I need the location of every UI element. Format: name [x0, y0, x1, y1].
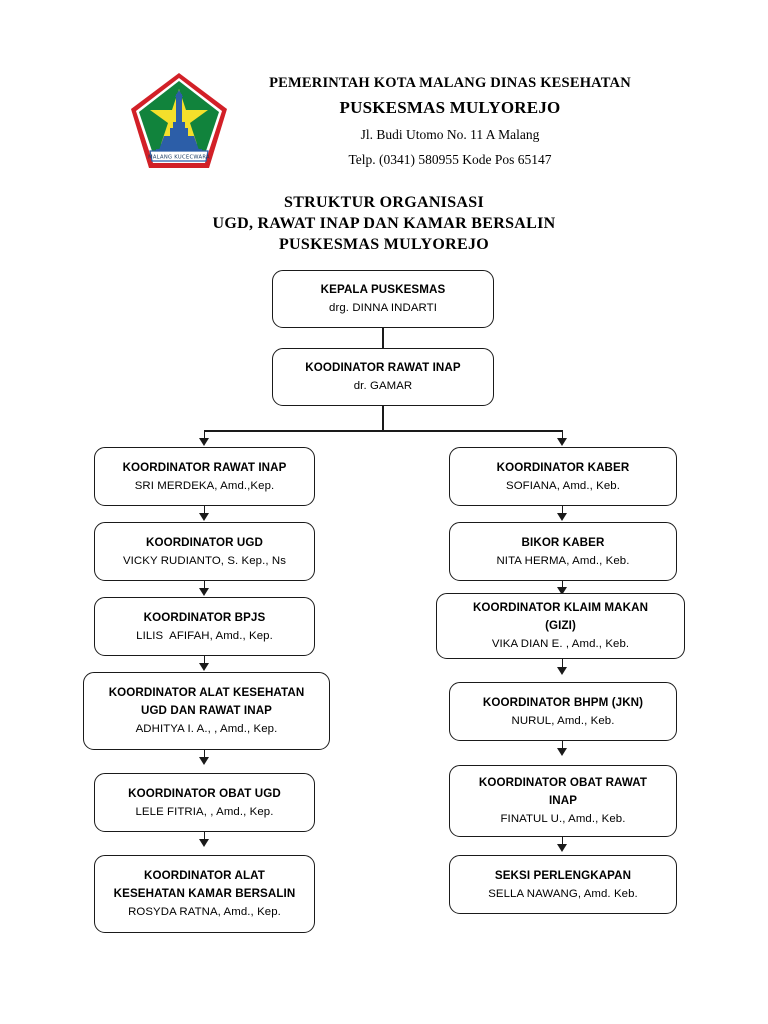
node-person: VICKY RUDIANTO, S. Kep., Ns [122, 554, 287, 567]
node-title-line-2: UGD DAN RAWAT INAP [140, 704, 273, 717]
node-right-3[interactable]: KOORDINATOR KLAIM MAKAN (GIZI) VIKA DIAN… [436, 593, 685, 659]
node-kepala-puskesmas[interactable]: KEPALA PUSKESMAS drg. DINNA INDARTI [272, 270, 494, 328]
chart-title-line-3: PUSKESMAS MULYOREJO [278, 236, 490, 253]
connector-left-2-3 [203, 581, 206, 590]
connector-left-5-6 [203, 832, 206, 841]
arrow-left-2-3 [199, 588, 209, 596]
node-title: BIKOR KABER [521, 535, 605, 549]
node-person: LELE FITRIA, , Amd., Kep. [135, 805, 274, 818]
address-line: Jl. Budi Utomo No. 11 A Malang [360, 127, 540, 142]
node-right-1[interactable]: KOORDINATOR KABER SOFIANA, Amd., Keb. [449, 447, 677, 506]
node-title: KOORDINATOR OBAT RAWAT [478, 776, 648, 789]
connector-right-1-2 [561, 506, 564, 515]
arrow-right-2-3 [557, 587, 567, 595]
chart-title: STRUKTUR ORGANISASI UGD, RAWAT INAP DAN … [0, 192, 768, 255]
institution-name: PUSKESMAS MULYOREJO [339, 98, 561, 117]
node-person: ADHITYA I. A., , Amd., Kep. [135, 723, 278, 735]
node-left-3[interactable]: KOORDINATOR BPJS LILIS AFIFAH, Amd., Kep… [94, 597, 315, 656]
node-title: KOORDINATOR OBAT UGD [128, 786, 281, 800]
document-header: MALANG KUCECWARA PEMERINTAH KOTA MALANG … [0, 62, 768, 182]
node-person: dr. GAMAR [353, 380, 413, 392]
node-title: KOODINATOR RAWAT INAP [305, 361, 461, 374]
node-person: SOFIANA, Amd., Keb. [506, 479, 620, 492]
node-person: LILIS AFIFAH, Amd., Kep. [136, 629, 273, 642]
phone-postal-line: Telp. (0341) 580955 Kode Pos 65147 [348, 152, 552, 167]
node-title: KOORDINATOR BPJS [143, 610, 266, 624]
arrow-right-1-2 [557, 513, 567, 521]
node-title: KOORDINATOR UGD [145, 535, 263, 549]
connector-right-4-5 [561, 741, 564, 750]
connector-left-4-5 [203, 750, 206, 759]
connector-left-3-4 [203, 656, 206, 665]
arrow-to-left-branch [199, 438, 209, 446]
node-title: SEKSI PERLENGKAPAN [494, 868, 632, 882]
node-left-4[interactable]: KOORDINATOR ALAT KESEHATAN UGD DAN RAWAT… [83, 672, 330, 750]
node-right-5[interactable]: KOORDINATOR OBAT RAWAT INAP FINATUL U., … [449, 765, 677, 837]
node-person: NURUL, Amd., Keb. [511, 714, 615, 727]
header-text-block: PEMERINTAH KOTA MALANG DINAS KESEHATAN P… [200, 72, 700, 172]
connector-right-5-6 [561, 837, 564, 846]
node-person: VIKA DIAN E. , Amd., Keb. [491, 638, 630, 650]
node-title: KEPALA PUSKESMAS [320, 283, 446, 296]
connector-right-2-3 [561, 581, 564, 589]
arrow-left-4-5 [199, 757, 209, 765]
connector-right-drop [561, 430, 564, 440]
arrow-right-5-6 [557, 844, 567, 852]
node-title: KOORDINATOR ALAT KESEHATAN [108, 686, 305, 699]
node-title: KOORDINATOR RAWAT INAP [122, 460, 287, 474]
arrow-left-5-6 [199, 839, 209, 847]
connector-split-bar [204, 430, 562, 432]
node-koodinator-rawat-inap[interactable]: KOODINATOR RAWAT INAP dr. GAMAR [272, 348, 494, 406]
node-left-1[interactable]: KOORDINATOR RAWAT INAP SRI MERDEKA, Amd.… [94, 447, 315, 506]
node-title: KOORDINATOR KABER [496, 460, 630, 474]
malang-city-emblem-icon: MALANG KUCECWARA [128, 70, 230, 174]
arrow-right-4-5 [557, 748, 567, 756]
connector-second-drop [382, 406, 384, 431]
svg-text:MALANG KUCECWARA: MALANG KUCECWARA [148, 155, 210, 161]
node-person: SELLA NAWANG, Amd. Keb. [488, 887, 638, 900]
government-line: PEMERINTAH KOTA MALANG DINAS KESEHATAN [269, 75, 631, 91]
node-person: NITA HERMA, Amd., Keb. [496, 554, 630, 567]
node-right-6[interactable]: SEKSI PERLENGKAPAN SELLA NAWANG, Amd. Ke… [449, 855, 677, 914]
connector-right-3-4 [561, 659, 564, 669]
node-title: KOORDINATOR BHPM (JKN) [482, 695, 644, 709]
node-title: KOORDINATOR KLAIM MAKAN [472, 601, 649, 614]
connector-left-1-2 [203, 506, 206, 515]
node-person: FINATUL U., Amd., Keb. [500, 813, 626, 825]
chart-title-line-1: STRUKTUR ORGANISASI [284, 194, 484, 211]
node-left-5[interactable]: KOORDINATOR OBAT UGD LELE FITRIA, , Amd.… [94, 773, 315, 832]
node-person: ROSYDA RATNA, Amd., Kep. [128, 906, 281, 918]
arrow-right-3-4 [557, 667, 567, 675]
chart-title-line-2: UGD, RAWAT INAP DAN KAMAR BERSALIN [212, 215, 556, 232]
arrow-to-right-branch [557, 438, 567, 446]
connector-root-to-second [382, 328, 384, 348]
connector-left-drop [203, 430, 206, 440]
node-title-line-2: KESEHATAN KAMAR BERSALIN [113, 887, 296, 900]
arrow-left-1-2 [199, 513, 209, 521]
arrow-left-3-4 [199, 663, 209, 671]
node-title: KOORDINATOR ALAT [144, 869, 265, 882]
node-person: drg. DINNA INDARTI [329, 302, 437, 314]
node-title-line-2: INAP [548, 794, 578, 807]
node-left-6[interactable]: KOORDINATOR ALAT KESEHATAN KAMAR BERSALI… [94, 855, 315, 933]
node-person: SRI MERDEKA, Amd.,Kep. [134, 479, 275, 492]
node-right-4[interactable]: KOORDINATOR BHPM (JKN) NURUL, Amd., Keb. [449, 682, 677, 741]
node-left-2[interactable]: KOORDINATOR UGD VICKY RUDIANTO, S. Kep.,… [94, 522, 315, 581]
node-title-line-2: (GIZI) [545, 619, 576, 632]
node-right-2[interactable]: BIKOR KABER NITA HERMA, Amd., Keb. [449, 522, 677, 581]
